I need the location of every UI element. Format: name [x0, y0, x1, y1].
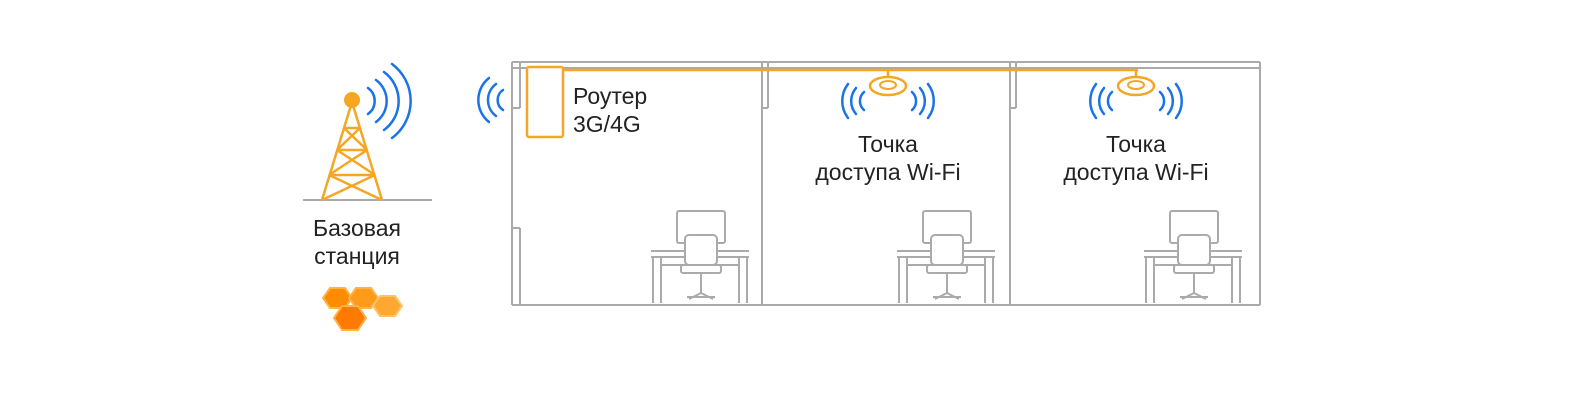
brand-logo-icon	[321, 287, 404, 331]
access-point-label-line2: доступа Wi-Fi	[1063, 159, 1209, 185]
access-point-icon	[868, 75, 908, 97]
router-signal-icon	[477, 76, 505, 124]
router-icon	[525, 65, 565, 139]
access-point-label-line1: Точка	[1106, 131, 1166, 157]
cell-tower-icon	[303, 92, 432, 202]
office-building	[511, 61, 1261, 306]
access-point-label: Точка доступа Wi-Fi	[1036, 130, 1236, 186]
network-cable	[563, 68, 1138, 76]
wifi-signal-icon	[841, 82, 935, 120]
access-point-label: Точка доступа Wi-Fi	[788, 130, 988, 186]
workstation-icon	[1143, 210, 1243, 304]
access-point-label-line1: Точка	[858, 131, 918, 157]
access-point-label-line2: доступа Wi-Fi	[815, 159, 961, 185]
base-station-label-line2: станция	[314, 243, 400, 269]
tower-signal-icon	[366, 62, 412, 140]
router-label-line2: 3G/4G	[573, 111, 641, 137]
base-station-label-line1: Базовая	[313, 215, 401, 241]
access-point-icon	[1116, 75, 1156, 97]
workstation-icon	[896, 210, 996, 304]
base-station-label: Базовая станция	[292, 214, 422, 270]
router-label-line1: Роутер	[573, 83, 648, 109]
router-label: Роутер 3G/4G	[573, 82, 693, 138]
wifi-signal-icon	[1089, 82, 1183, 120]
workstation-icon	[650, 210, 750, 304]
